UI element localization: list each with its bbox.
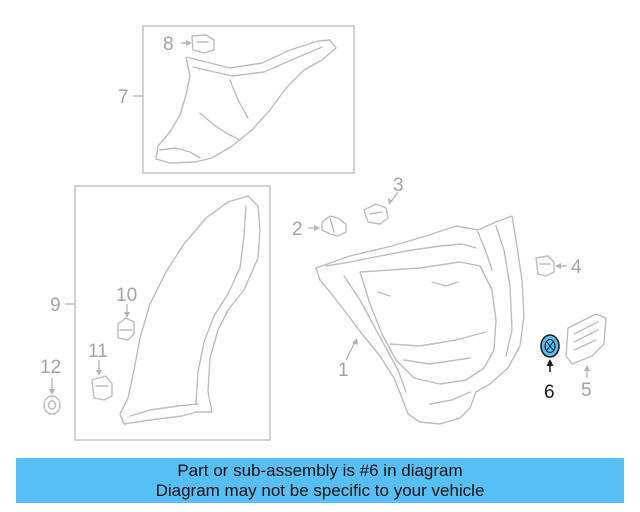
- clip-8: [191, 34, 215, 54]
- callout-7: 7: [118, 87, 129, 108]
- callout-5: 5: [581, 380, 592, 401]
- clip-4: [535, 255, 555, 277]
- quarter-trim-panel: [315, 215, 525, 425]
- bracket-3: [363, 203, 389, 225]
- callout-11: 11: [88, 341, 108, 362]
- vent-5: [565, 313, 607, 365]
- clip-10: [117, 317, 135, 341]
- banner-line-disclaimer: Diagram may not be specific to your vehi…: [155, 480, 485, 500]
- quarter-trim-panel-group: 1: [315, 215, 525, 425]
- callout-1: 1: [338, 360, 349, 381]
- quarter-pillar-trim: [119, 195, 261, 425]
- vent-5-group: 5: [565, 313, 607, 401]
- callout-2: 2: [292, 219, 303, 240]
- upper-pillar-trim: [155, 39, 337, 164]
- callout-3: 3: [393, 175, 404, 196]
- bracket-3-group: 3: [363, 175, 404, 225]
- callout-10: 10: [116, 285, 137, 306]
- grommet-12: [43, 395, 61, 415]
- callout-6: 6: [544, 382, 555, 403]
- side-trim-group: 10 11 9: [50, 185, 271, 441]
- side-trim-box: [74, 185, 271, 441]
- callout-9: 9: [50, 295, 61, 316]
- callout-8: 8: [163, 34, 174, 55]
- grommet-12-group: 12: [40, 357, 61, 415]
- push-pin-2: [321, 215, 347, 237]
- banner-line-part: Part or sub-assembly is #6 in diagram: [177, 460, 463, 480]
- push-pin-2-group: 2: [292, 215, 347, 240]
- part-6-group: 6: [540, 334, 560, 403]
- callout-12: 12: [40, 357, 61, 378]
- clip-11: [91, 375, 113, 401]
- clip-4-group: 4: [535, 255, 582, 278]
- callout-4: 4: [571, 257, 582, 278]
- info-banner: Part or sub-assembly is #6 in diagram Di…: [16, 458, 624, 503]
- upper-trim-group: 8 7: [118, 25, 355, 174]
- upper-trim-box: [142, 25, 355, 174]
